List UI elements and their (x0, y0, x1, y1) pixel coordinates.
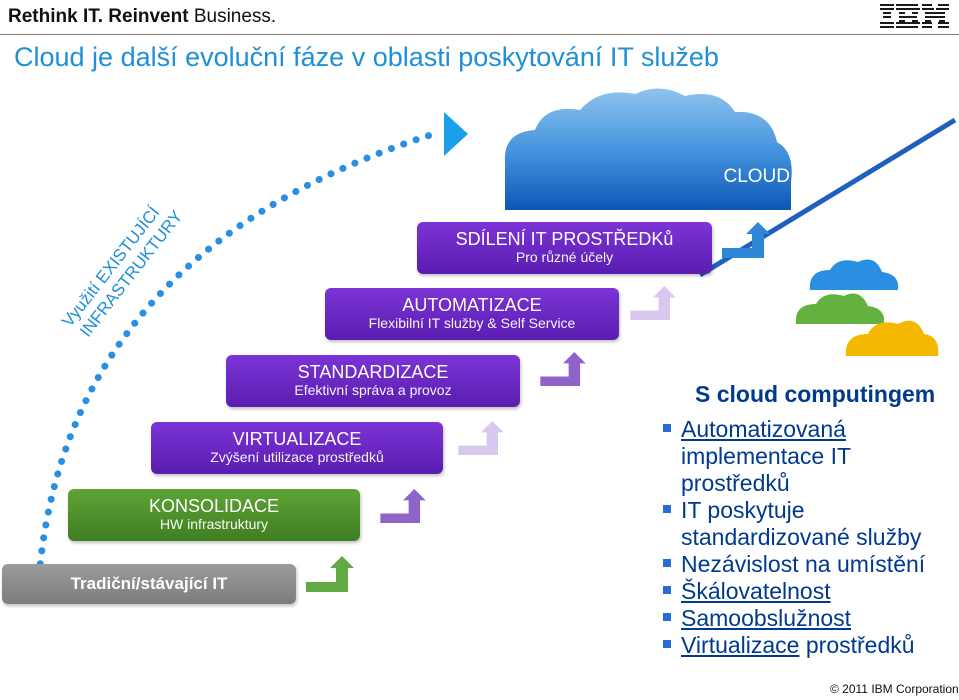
benefit-underlined: Samoobslužnost (681, 605, 852, 631)
tagline-rethink: Rethink IT. (8, 6, 104, 27)
tagline: Rethink IT. Reinvent Business. (8, 6, 276, 28)
dotted-arc-line (34, 128, 444, 594)
benefit-text: Nezávislost na umístění (681, 551, 926, 577)
step-up-arrow-icon (380, 489, 426, 523)
benefit-underlined: Virtualizace (681, 632, 800, 658)
page-title: Cloud je další evoluční fáze v oblasti p… (14, 42, 719, 72)
tagline-business: Business. (193, 6, 277, 27)
benefits-list: Automatizovaná implementace IT prostředk… (663, 416, 959, 659)
bullet-icon (663, 640, 671, 648)
step-sdileni: SDÍLENÍ IT PROSTŘEDKů Pro různé účely (417, 222, 712, 274)
list-item: IT poskytuje standardizované služby (663, 497, 959, 551)
list-item: Virtualizace prostředků (663, 632, 959, 659)
step-konsolidace: KONSOLIDACE HW infrastruktury (68, 489, 360, 541)
step-up-arrow-icon (630, 286, 676, 320)
step-title: STANDARDIZACE (297, 362, 449, 382)
step-automatizace: AUTOMATIZACE Flexibilní IT služby & Self… (325, 288, 619, 340)
cloud-shape (504, 88, 792, 210)
step-up-arrow-icon (306, 556, 354, 592)
step-tradicni-it: Tradiční/stávající IT (2, 564, 296, 604)
list-item: Škálovatelnost (663, 578, 959, 605)
step-subtitle: HW infrastruktury (159, 516, 269, 532)
benefit-text: IT poskytuje standardizované služby (681, 497, 922, 550)
step-up-arrow-icon (722, 222, 770, 258)
list-item: Automatizovaná implementace IT prostředk… (663, 416, 959, 497)
bullet-icon (663, 505, 671, 513)
arc-arrowhead-icon (444, 112, 468, 156)
cloud-label: CLOUD (723, 166, 790, 187)
step-subtitle: Zvýšení utilizace prostředků (210, 449, 384, 465)
list-item: Samoobslužnost (663, 605, 959, 632)
step-title: SDÍLENÍ IT PROSTŘEDKů (455, 229, 674, 249)
benefit-text: prostředků (799, 632, 915, 658)
step-title: VIRTUALIZACE (232, 429, 362, 449)
tagline-reinvent: Reinvent (108, 6, 189, 27)
step-title: Tradiční/stávající IT (70, 574, 228, 593)
step-subtitle: Flexibilní IT služby & Self Service (368, 315, 576, 331)
benefit-underlined: Automatizovaná (681, 416, 846, 442)
benefit-text: implementace IT prostředků (681, 443, 851, 496)
bullet-icon (663, 559, 671, 567)
step-subtitle: Efektivní správa a provoz (294, 382, 452, 398)
benefits-title: S cloud computingem (695, 381, 936, 407)
colored-clouds-icon (795, 259, 939, 356)
step-up-arrow-icon (458, 421, 504, 455)
benefit-underlined: Škálovatelnost (681, 578, 831, 604)
copyright: © 2011 IBM Corporation (830, 682, 959, 696)
bullet-icon (663, 586, 671, 594)
header-divider (0, 34, 959, 35)
ibm-logo (880, 4, 949, 28)
step-title: KONSOLIDACE (148, 496, 280, 516)
step-title: AUTOMATIZACE (402, 295, 542, 315)
step-standardizace: STANDARDIZACE Efektivní správa a provoz (226, 355, 520, 407)
step-virtualizace: VIRTUALIZACE Zvýšení utilizace prostředk… (151, 422, 443, 474)
list-item: Nezávislost na umístění (663, 551, 959, 578)
bullet-icon (663, 424, 671, 432)
bullet-icon (663, 613, 671, 621)
step-up-arrow-icon (540, 352, 586, 386)
step-subtitle: Pro různé účely (515, 249, 614, 265)
